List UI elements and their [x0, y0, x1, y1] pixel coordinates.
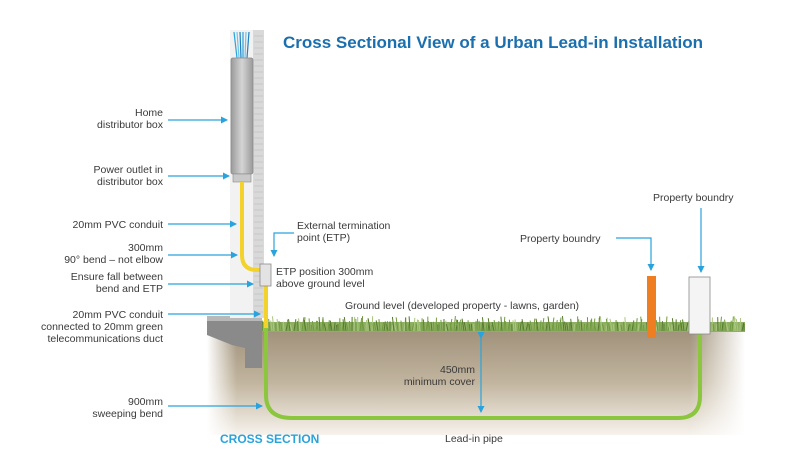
label-lead-in-pipe: Lead-in pipe [445, 433, 503, 445]
cross-section-label: CROSS SECTION [220, 432, 319, 446]
power-outlet [232, 173, 252, 183]
cables [233, 31, 250, 59]
label-power-outlet-1: Power outlet in [94, 164, 164, 176]
label-property-boundary-left: Property boundry [520, 233, 601, 245]
label-property-boundary-right: Property boundry [653, 192, 734, 204]
label-ensure-fall-1: Ensure fall between [71, 271, 163, 283]
diagram-title: Cross Sectional View of a Urban Lead-in … [283, 33, 703, 52]
label-bend-2: 90° bend – not elbow [64, 254, 163, 266]
label-etp-2: point (ETP) [297, 232, 350, 244]
grass-strip [261, 316, 745, 332]
label-etp-position-2: above ground level [276, 278, 365, 290]
label-conduit-connected-1: 20mm PVC conduit [73, 309, 164, 321]
label-power-outlet-2: distributor box [97, 176, 164, 188]
etp-box [259, 263, 272, 287]
label-conduit-20mm: 20mm PVC conduit [73, 219, 164, 231]
pointer-arrows [168, 116, 705, 413]
slab-edge [207, 316, 262, 321]
label-ensure-fall-2: bend and ETP [96, 283, 163, 295]
right-labels: External termination point (ETP) ETP pos… [276, 192, 734, 445]
label-ground-level: Ground level (developed property - lawns… [345, 300, 579, 312]
label-sweeping-bend-1: 900mm [128, 396, 163, 408]
distributor-box [230, 57, 254, 175]
label-home-box-1: Home [135, 107, 163, 119]
label-min-cover-2: minimum cover [404, 376, 476, 388]
boundary-pit [688, 276, 711, 335]
label-etp-1: External termination [297, 220, 391, 232]
left-labels: Home distributor box Power outlet in dis… [41, 107, 164, 420]
label-bend-1: 300mm [128, 242, 163, 254]
label-min-cover-1: 450mm [440, 364, 475, 376]
label-conduit-connected-3: telecommunications duct [47, 333, 163, 345]
label-etp-position-1: ETP position 300mm [276, 266, 374, 278]
concrete-footing [207, 318, 262, 368]
pvc-conduit [240, 182, 268, 330]
boundary-marker-post [647, 276, 656, 338]
label-sweeping-bend-2: sweeping bend [92, 408, 163, 420]
label-conduit-connected-2: connected to 20mm green [41, 321, 163, 333]
label-home-box-2: distributor box [97, 119, 164, 131]
lead-in-pipe [264, 328, 702, 420]
